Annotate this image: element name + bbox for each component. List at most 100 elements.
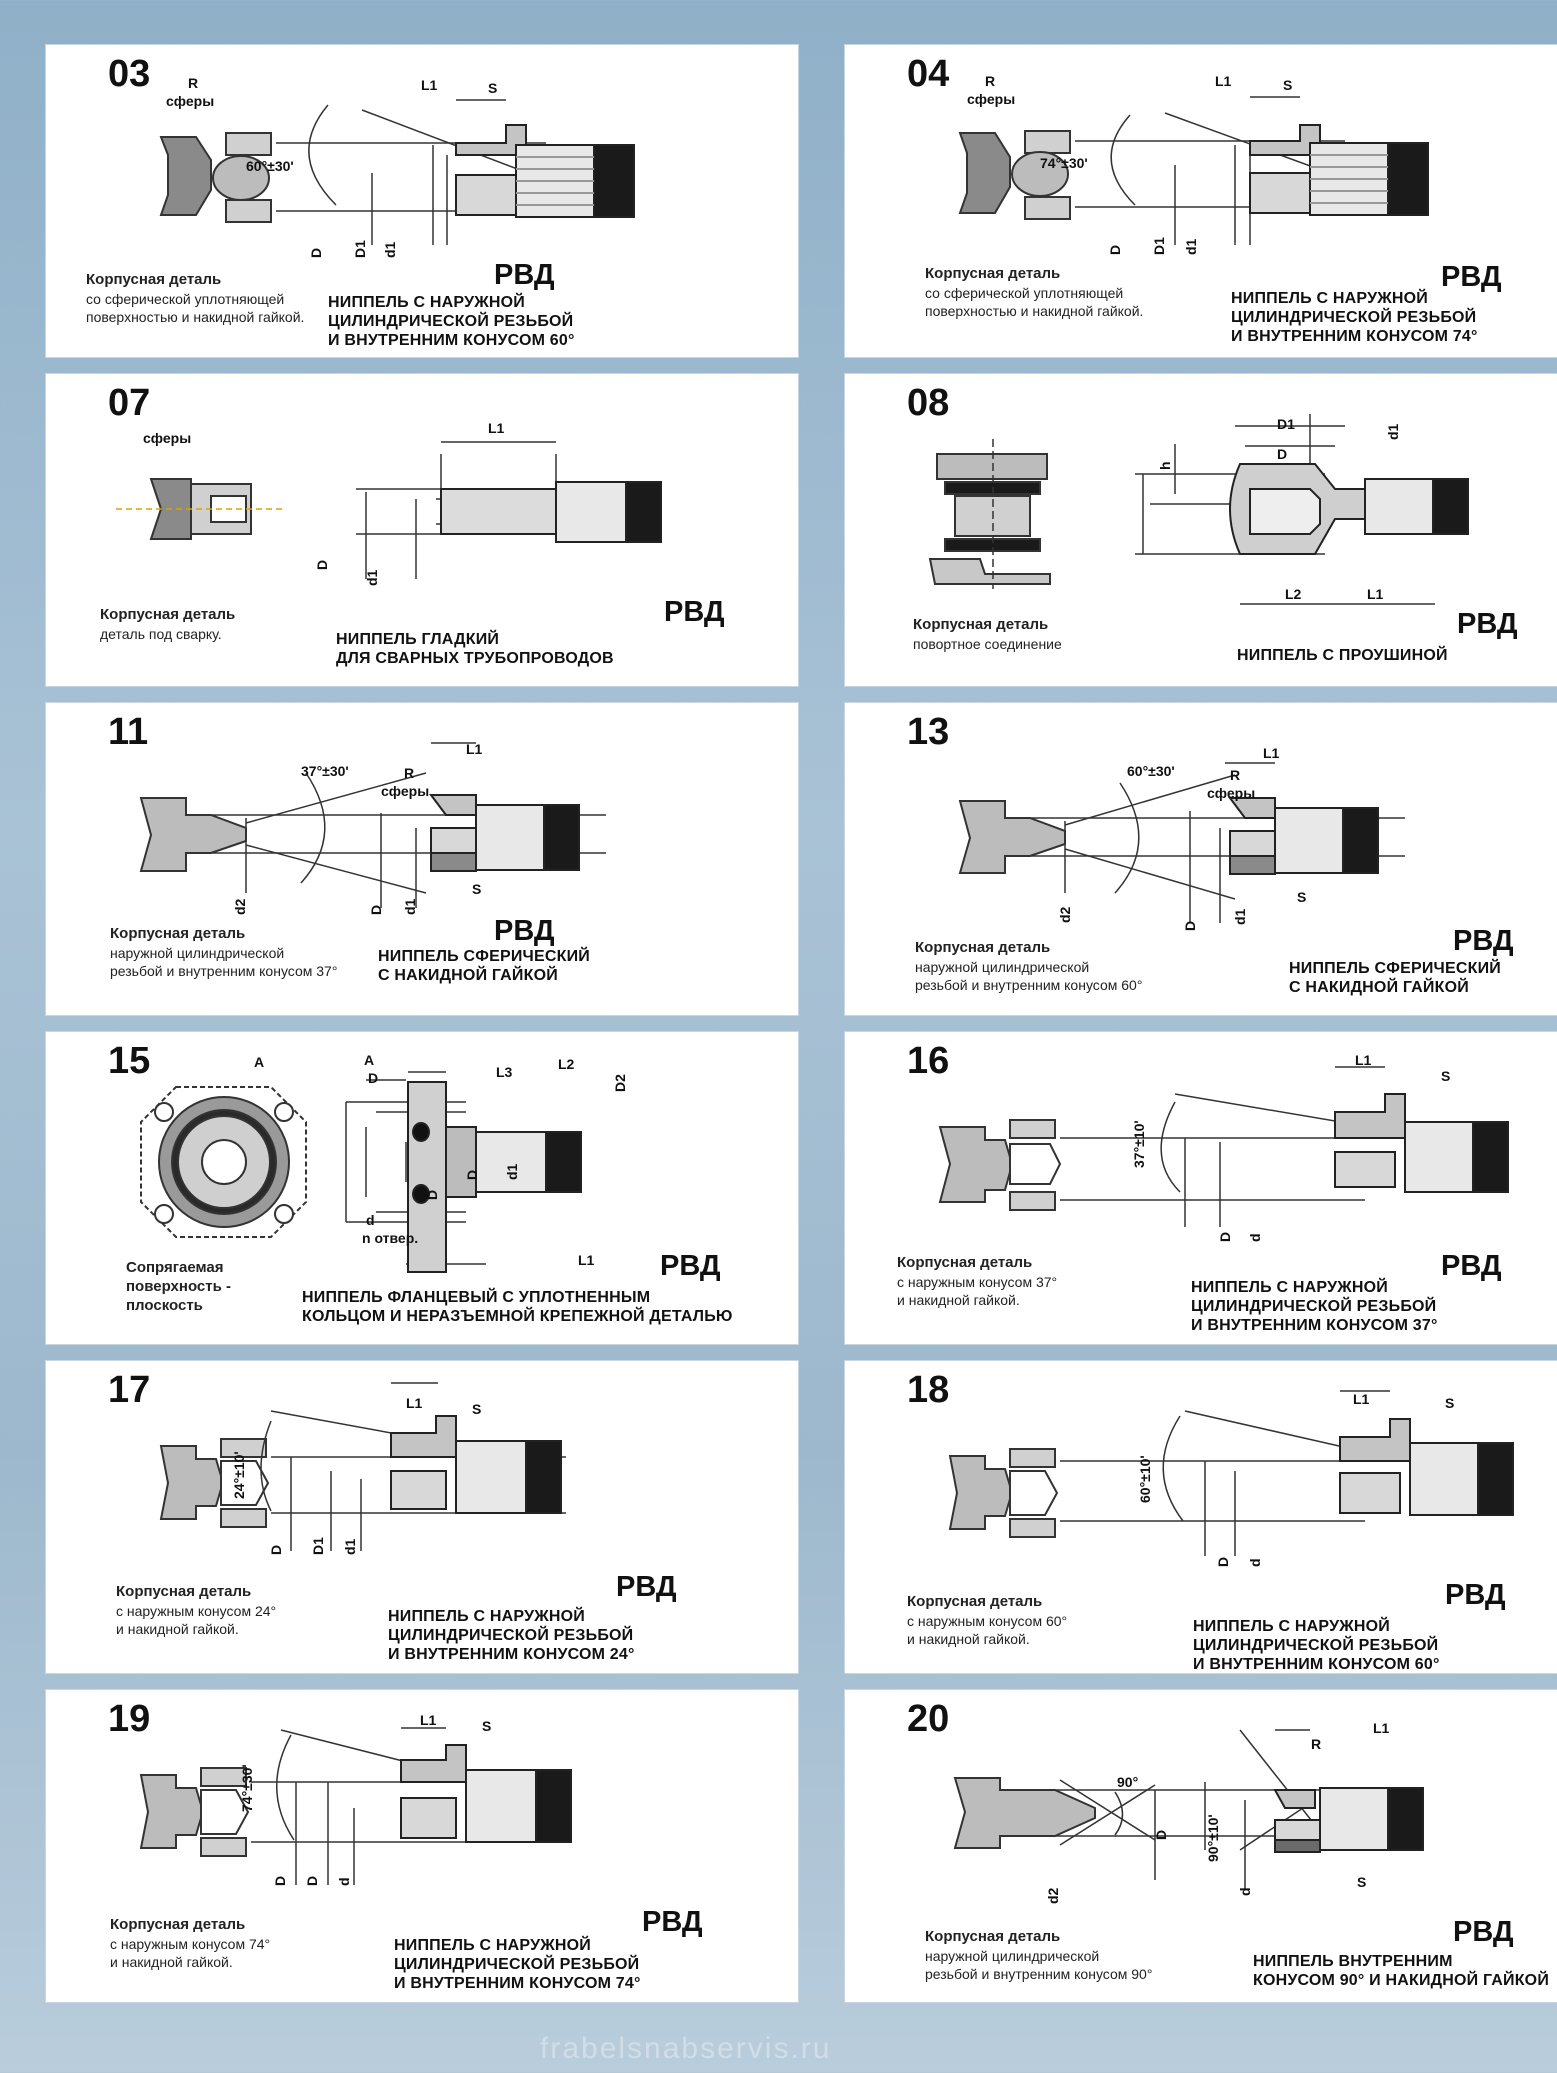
label-angle: 74°±30'	[239, 1764, 255, 1812]
card-20: 20 90° 90°±10' R L1 S d2 D d Корпусная д…	[845, 1690, 1557, 2002]
body-title: Корпусная деталь	[915, 939, 1051, 956]
diagram-19	[139, 1727, 572, 1885]
label-D-outer: D	[424, 1189, 440, 1200]
diagram-04	[958, 96, 1429, 245]
label-d: d	[1237, 1887, 1253, 1896]
rvd-label: РВД	[1441, 1250, 1502, 1282]
body-title: Корпусная деталь	[110, 925, 246, 942]
fitting-number: 04	[907, 53, 950, 95]
diagram-13	[958, 762, 1405, 923]
card-17: 17 24°±10' L1 S D D1 d1 Корпусная деталь…	[46, 1361, 798, 1673]
body-description: с наружным конусом 60° и накидной гайкой…	[907, 1613, 1068, 1647]
label-s: S	[1441, 1068, 1451, 1084]
body-title: Корпусная деталь	[116, 1583, 252, 1600]
fitting-name: НИППЕЛЬ С ПРОУШИНОЙ	[1237, 647, 1448, 664]
rvd-label: РВД	[664, 596, 725, 628]
fitting-number: 07	[108, 382, 151, 424]
label-angle-tol: 90°±10'	[1205, 1814, 1221, 1862]
label-spheres: сферы	[381, 783, 430, 799]
label-s: S	[472, 881, 482, 897]
label-spheres: сферы	[166, 93, 215, 109]
body-description: наружной цилиндрической резьбой и внутре…	[925, 1948, 1153, 1982]
diagram-18	[948, 1390, 1514, 1556]
body-description: повортное соединение	[913, 636, 1062, 652]
body-title: Корпусная деталь	[897, 1254, 1033, 1271]
label-d2: d2	[1057, 906, 1073, 923]
label-angle: 37°±10'	[1131, 1120, 1147, 1168]
fitting-name: НИППЕЛЬ С НАРУЖНОЙ ЦИЛИНДРИЧЕСКОЙ РЕЗЬБО…	[1193, 1618, 1440, 1673]
fitting-name: НИППЕЛЬ С НАРУЖНОЙ ЦИЛИНДРИЧЕСКОЙ РЕЗЬБО…	[1191, 1279, 1438, 1334]
label-d1: d1	[1232, 908, 1248, 925]
label-D1: D1	[1277, 416, 1295, 432]
label-n-holes: n отвер.	[362, 1230, 419, 1246]
label-s: S	[472, 1401, 482, 1417]
label-spheres: сферы	[143, 430, 192, 446]
label-D: D	[1182, 920, 1198, 931]
diagram-07	[116, 441, 662, 579]
diagram-17	[159, 1382, 566, 1551]
label-l1: L1	[1367, 586, 1384, 602]
label-angle: 60°±30'	[1127, 763, 1175, 779]
diagram-03	[159, 99, 635, 245]
body-title: Корпусная деталь	[110, 1916, 246, 1933]
label-l1: L1	[421, 77, 438, 93]
label-l1: L1	[1353, 1391, 1370, 1407]
body-title: Корпусная деталь	[100, 606, 236, 623]
fitting-number: 18	[907, 1369, 950, 1411]
body-description: со сферической уплотняющей поверхностью …	[86, 291, 305, 325]
label-D: D	[268, 1544, 284, 1555]
fitting-number: 15	[108, 1040, 151, 1082]
label-l1: L1	[578, 1252, 595, 1268]
label-r: R	[1230, 767, 1241, 783]
card-04: 04 R сферы 74°±30' L1 S D D1 d1 Корпусна…	[845, 45, 1557, 357]
label-s: S	[1297, 889, 1307, 905]
label-s: S	[482, 1718, 492, 1734]
label-angle: 37°±30'	[301, 763, 349, 779]
label-spheres: сферы	[1207, 785, 1256, 801]
label-r: R	[985, 73, 996, 89]
label-s: S	[1357, 1874, 1367, 1890]
fitting-name: НИППЕЛЬ ВНУТРЕННИМ КОНУСОМ 90° И НАКИДНО…	[1253, 1953, 1550, 1989]
label-D: D	[368, 904, 384, 915]
label-D: D	[1153, 1829, 1169, 1840]
label-D-inner: D	[304, 1875, 320, 1886]
label-D1: D1	[352, 240, 368, 258]
body-title: Сопрягаемая поверхность - плоскость	[126, 1259, 231, 1314]
label-d1: d1	[402, 898, 418, 915]
label-l1: L1	[488, 420, 505, 436]
label-D1: D1	[1151, 237, 1167, 255]
card-13: 13 R сферы 60°±30' L1 S d2 D d1 Корпусна…	[845, 703, 1557, 1015]
label-D: D	[1277, 446, 1288, 462]
diagram-20	[953, 1729, 1424, 1890]
label-s: S	[1445, 1395, 1455, 1411]
label-d1: d1	[1183, 238, 1199, 255]
fitting-name: НИППЕЛЬ С НАРУЖНОЙ ЦИЛИНДРИЧЕСКОЙ РЕЗЬБО…	[328, 294, 575, 349]
body-title: Корпусная деталь	[86, 271, 222, 288]
label-spheres: сферы	[967, 91, 1016, 107]
label-d-flange: D	[368, 1070, 379, 1086]
label-l1: L1	[406, 1395, 423, 1411]
label-d: d	[1247, 1558, 1263, 1567]
label-l1: L1	[1263, 745, 1280, 761]
label-s: S	[488, 80, 498, 96]
fitting-name: НИППЕЛЬ С НАРУЖНОЙ ЦИЛИНДРИЧЕСКОЙ РЕЗЬБО…	[388, 1608, 635, 1663]
fitting-name: НИППЕЛЬ ГЛАДКИЙ ДЛЯ СВАРНЫХ ТРУБОПРОВОДО…	[336, 631, 614, 667]
label-s: S	[1283, 77, 1293, 93]
label-D: D	[314, 559, 330, 570]
card-08: 08 D1 D d1 h L2 L1 Корпусная деталь пово…	[845, 374, 1557, 686]
body-title: Корпусная деталь	[925, 265, 1061, 282]
label-l1: L1	[1355, 1052, 1372, 1068]
label-l1: L1	[1215, 73, 1232, 89]
label-l3: L3	[496, 1064, 513, 1080]
fitting-number: 11	[108, 711, 149, 753]
card-18: 18 60°±10' L1 S D d Корпусная деталь с н…	[845, 1361, 1557, 1673]
body-description: с наружным конусом 24° и накидной гайкой…	[116, 1603, 277, 1637]
label-d1: d1	[364, 569, 380, 586]
label-d-hole: d	[366, 1212, 375, 1228]
label-d2: d2	[1045, 1887, 1061, 1904]
label-D-outer: D	[272, 1875, 288, 1886]
body-title: Корпусная деталь	[925, 1928, 1061, 1945]
label-D: D	[1215, 1556, 1231, 1567]
fitting-name: НИППЕЛЬ С НАРУЖНОЙ ЦИЛИНДРИЧЕСКОЙ РЕЗЬБО…	[394, 1937, 641, 1992]
diagram-11	[139, 742, 606, 908]
